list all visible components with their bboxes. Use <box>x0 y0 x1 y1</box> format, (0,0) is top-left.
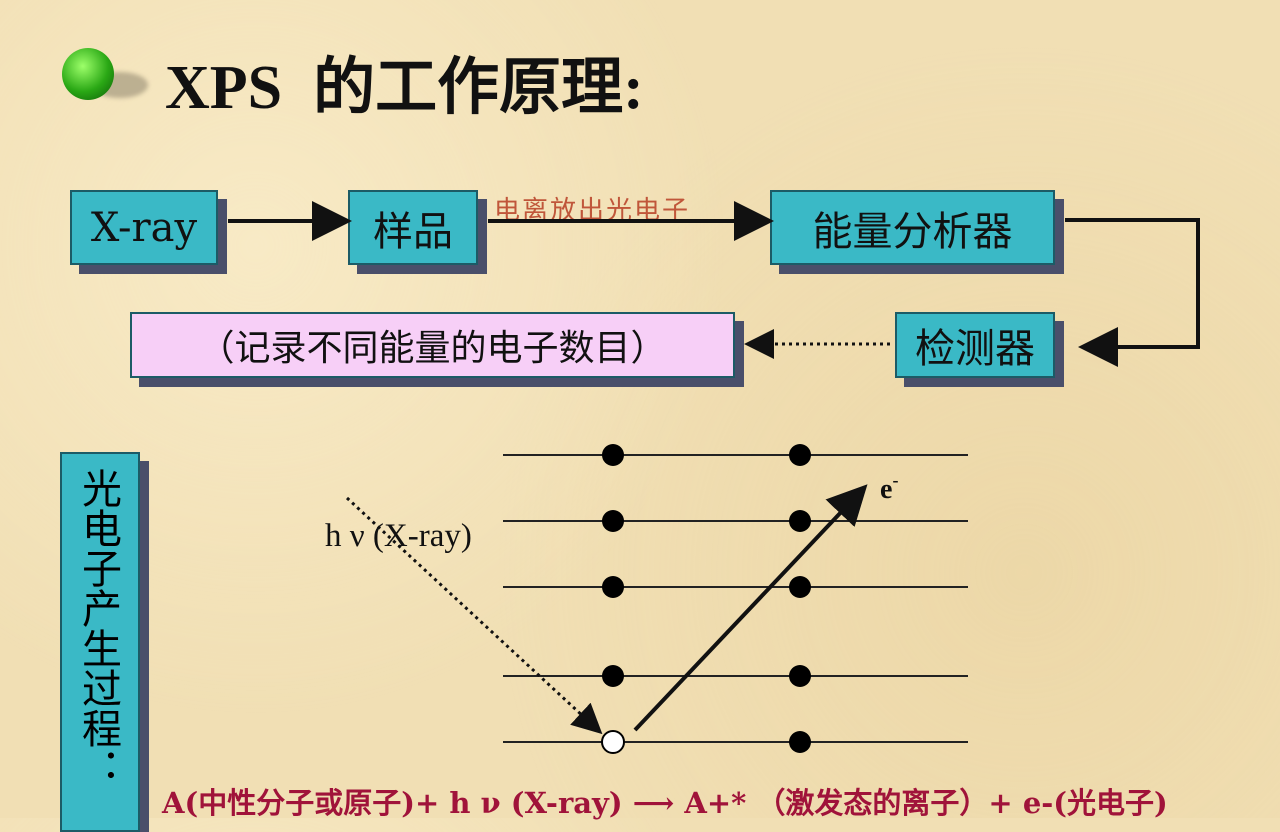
detector-box: 检测器 <box>895 312 1055 378</box>
process-label: 光电子产生过程： <box>60 452 140 832</box>
page-title: XPS 的工作原理: <box>165 54 644 122</box>
electron <box>789 510 811 532</box>
analyzer-box: 能量分析器 <box>770 190 1055 265</box>
electron <box>789 665 811 687</box>
photoionization-equation: A(中性分子或原子)+ h ν (X-ray) ⟶ A+* （激发态的离子）+ … <box>162 786 1168 820</box>
bullet-icon <box>62 48 114 100</box>
electron <box>789 576 811 598</box>
electron <box>602 576 624 598</box>
record-box: （记录不同能量的电子数目） <box>130 312 735 378</box>
electron-arrow <box>633 484 868 732</box>
electron <box>602 665 624 687</box>
xray-box: X-ray <box>70 190 218 265</box>
photon-arrow <box>345 496 603 735</box>
sample-box: 样品 <box>348 190 478 265</box>
arrow-analyzer-detector <box>1065 218 1200 367</box>
electron <box>789 444 811 466</box>
energy-levels <box>503 454 968 743</box>
electrons <box>602 444 811 753</box>
svg-text:e-: e- <box>880 470 898 505</box>
electron-label: e <box>880 474 892 505</box>
electron <box>789 731 811 753</box>
electron <box>602 510 624 532</box>
photon-label: h ν (X-ray) <box>325 518 472 554</box>
electron <box>602 444 624 466</box>
vacancy <box>601 730 625 754</box>
electron-sup: - <box>892 470 898 490</box>
